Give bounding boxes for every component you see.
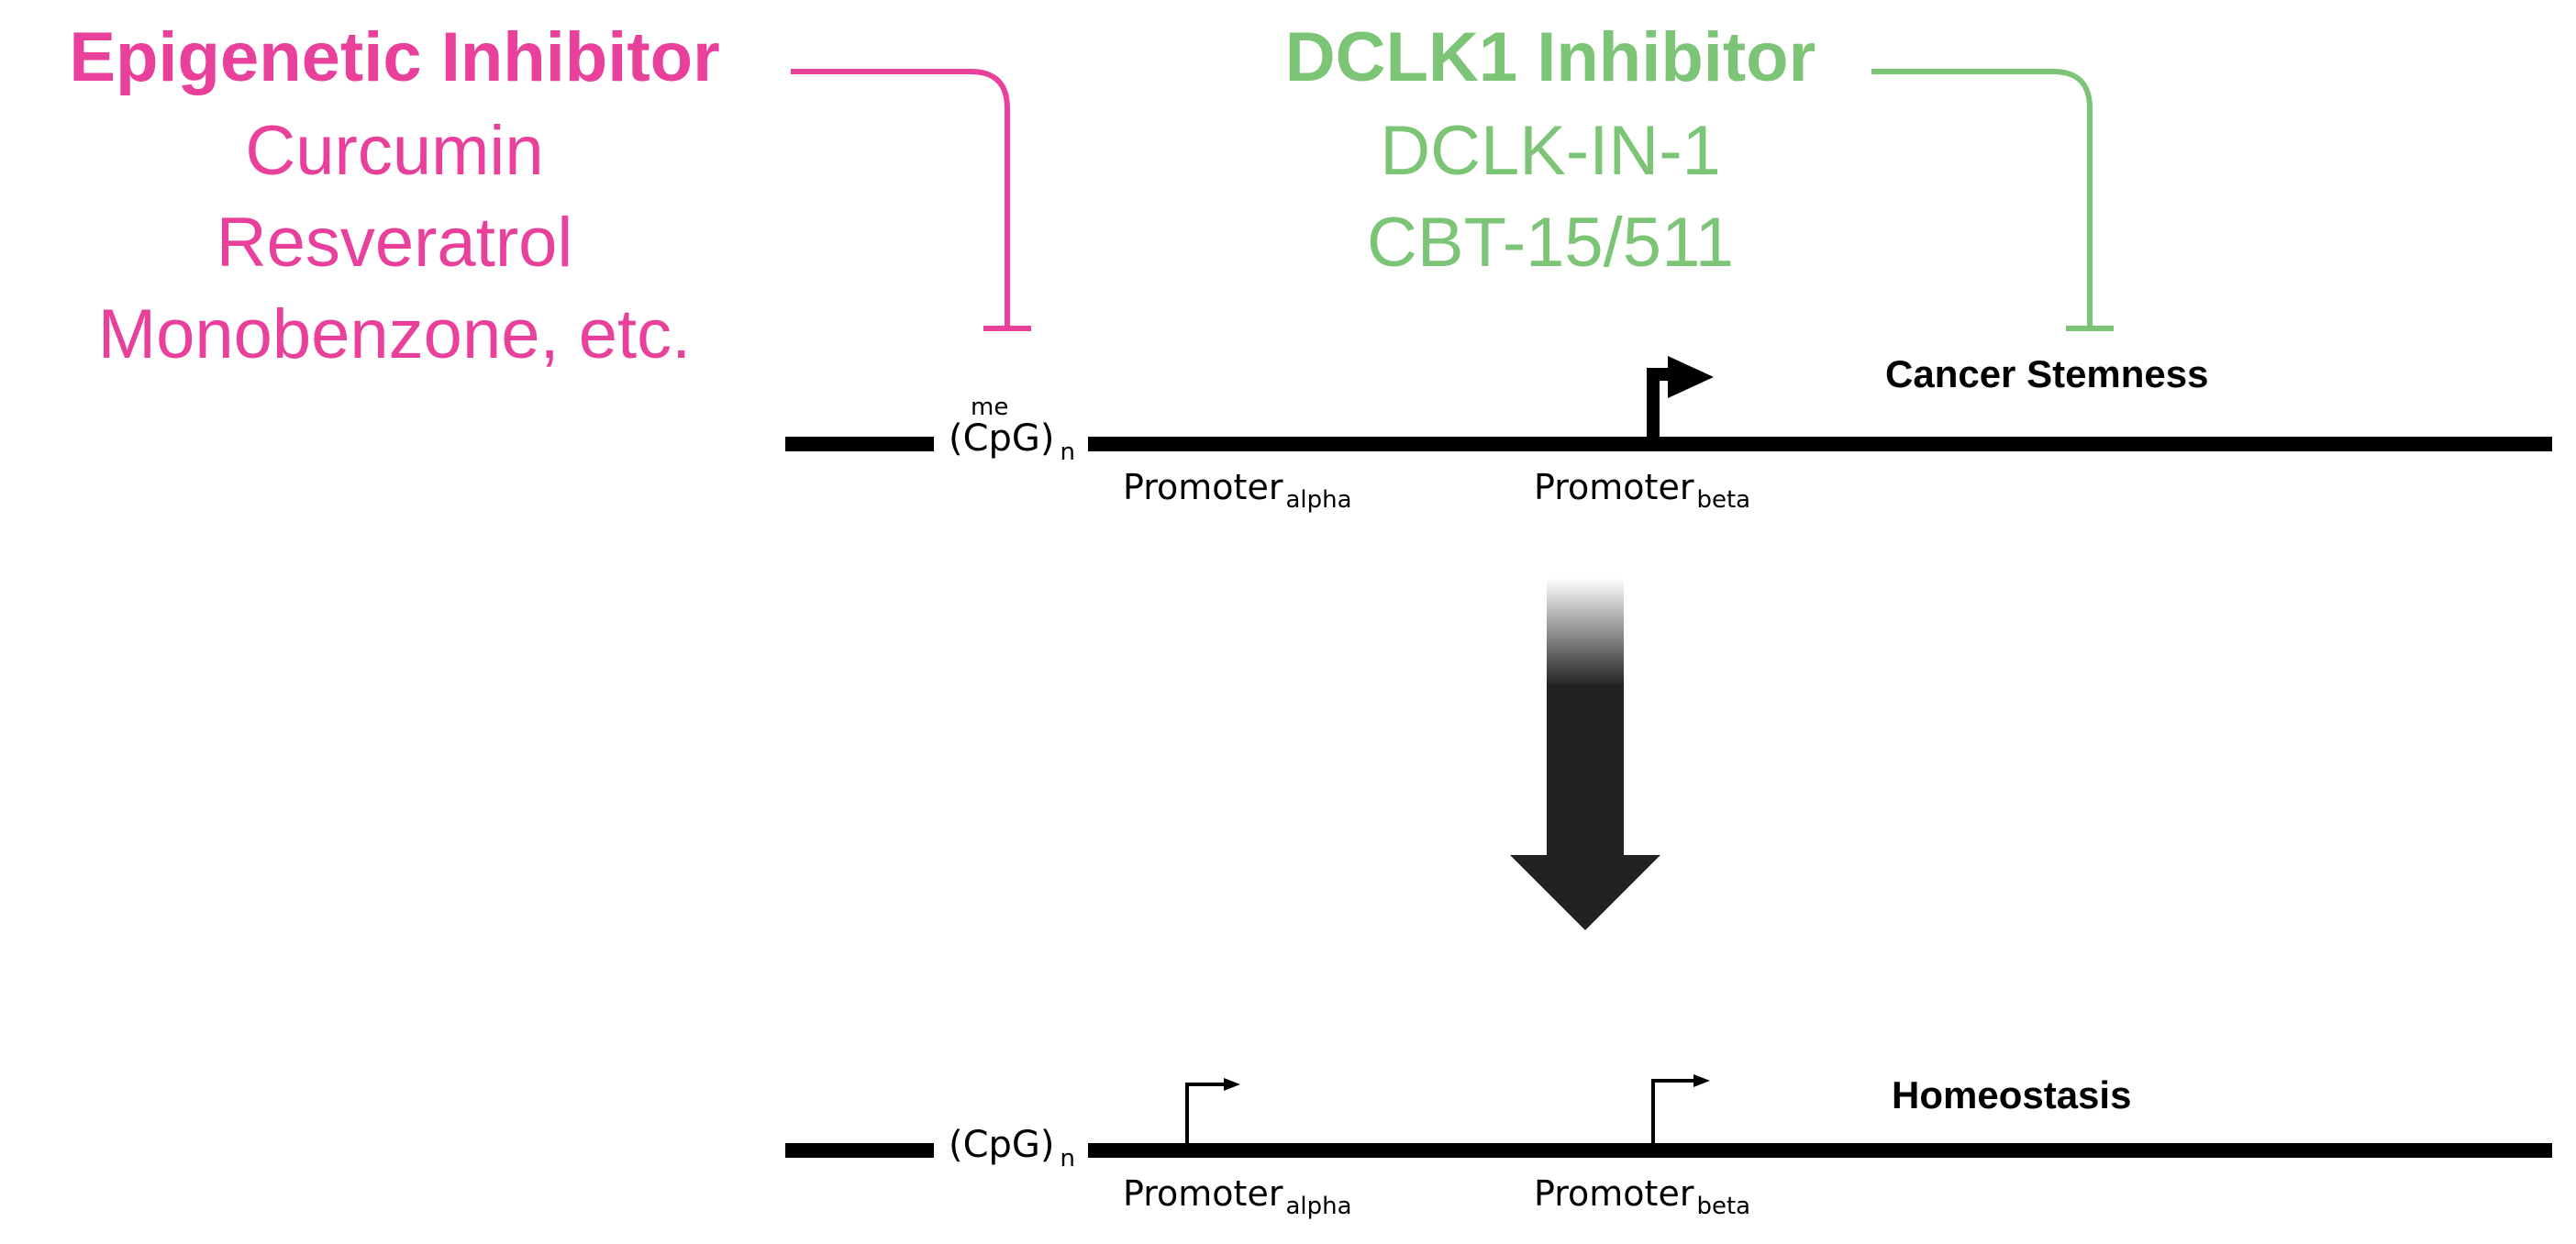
promoter-alpha-arrow-stem xyxy=(1185,1083,1226,1145)
promoter-beta-arrow-stem xyxy=(1651,1079,1695,1145)
transition-arrow-icon xyxy=(1510,578,1660,930)
drug-curcumin: Curcumin xyxy=(245,112,543,190)
promoter-alpha-arrow-icon xyxy=(1224,1078,1240,1091)
epigenetic-inhibition-line xyxy=(791,69,1010,328)
outcome-cancer-stemness: Cancer Stemness xyxy=(1885,352,2209,395)
cpg-island-methylated: (CpG)n xyxy=(949,417,1075,466)
promoter-beta-arrow-icon xyxy=(1693,1074,1710,1087)
drug-dclk-in-1: DCLK-IN-1 xyxy=(1380,112,1721,190)
drug-cbt-15-511: CBT-15/511 xyxy=(1367,204,1734,282)
dclk1-inhibitor-title: DCLK1 Inhibitor xyxy=(1285,18,1815,96)
transition-arrow-head xyxy=(1510,855,1660,930)
transition-arrow-shaft xyxy=(1547,578,1624,862)
methyl-mark: me xyxy=(971,394,1008,421)
epigenetic-inhibitor-title: Epigenetic Inhibitor xyxy=(69,18,719,96)
promoter-beta-active-arrow-icon xyxy=(1668,356,1714,398)
epigenetic-inhibitor-block: Epigenetic Inhibitor Curcumin Resveratro… xyxy=(69,18,1031,373)
dclk1-inhibition-line xyxy=(1871,69,2093,328)
outcome-homeostasis: Homeostasis xyxy=(1892,1073,2131,1116)
dclk1-inhibitor-block: DCLK1 Inhibitor DCLK-IN-1 CBT-15/511 xyxy=(1285,18,2114,331)
drug-resveratrol: Resveratrol xyxy=(217,204,573,282)
drug-monobenzone: Monobenzone, etc. xyxy=(98,295,691,373)
cpg-island-unmethylated: (CpG)n xyxy=(949,1124,1075,1172)
